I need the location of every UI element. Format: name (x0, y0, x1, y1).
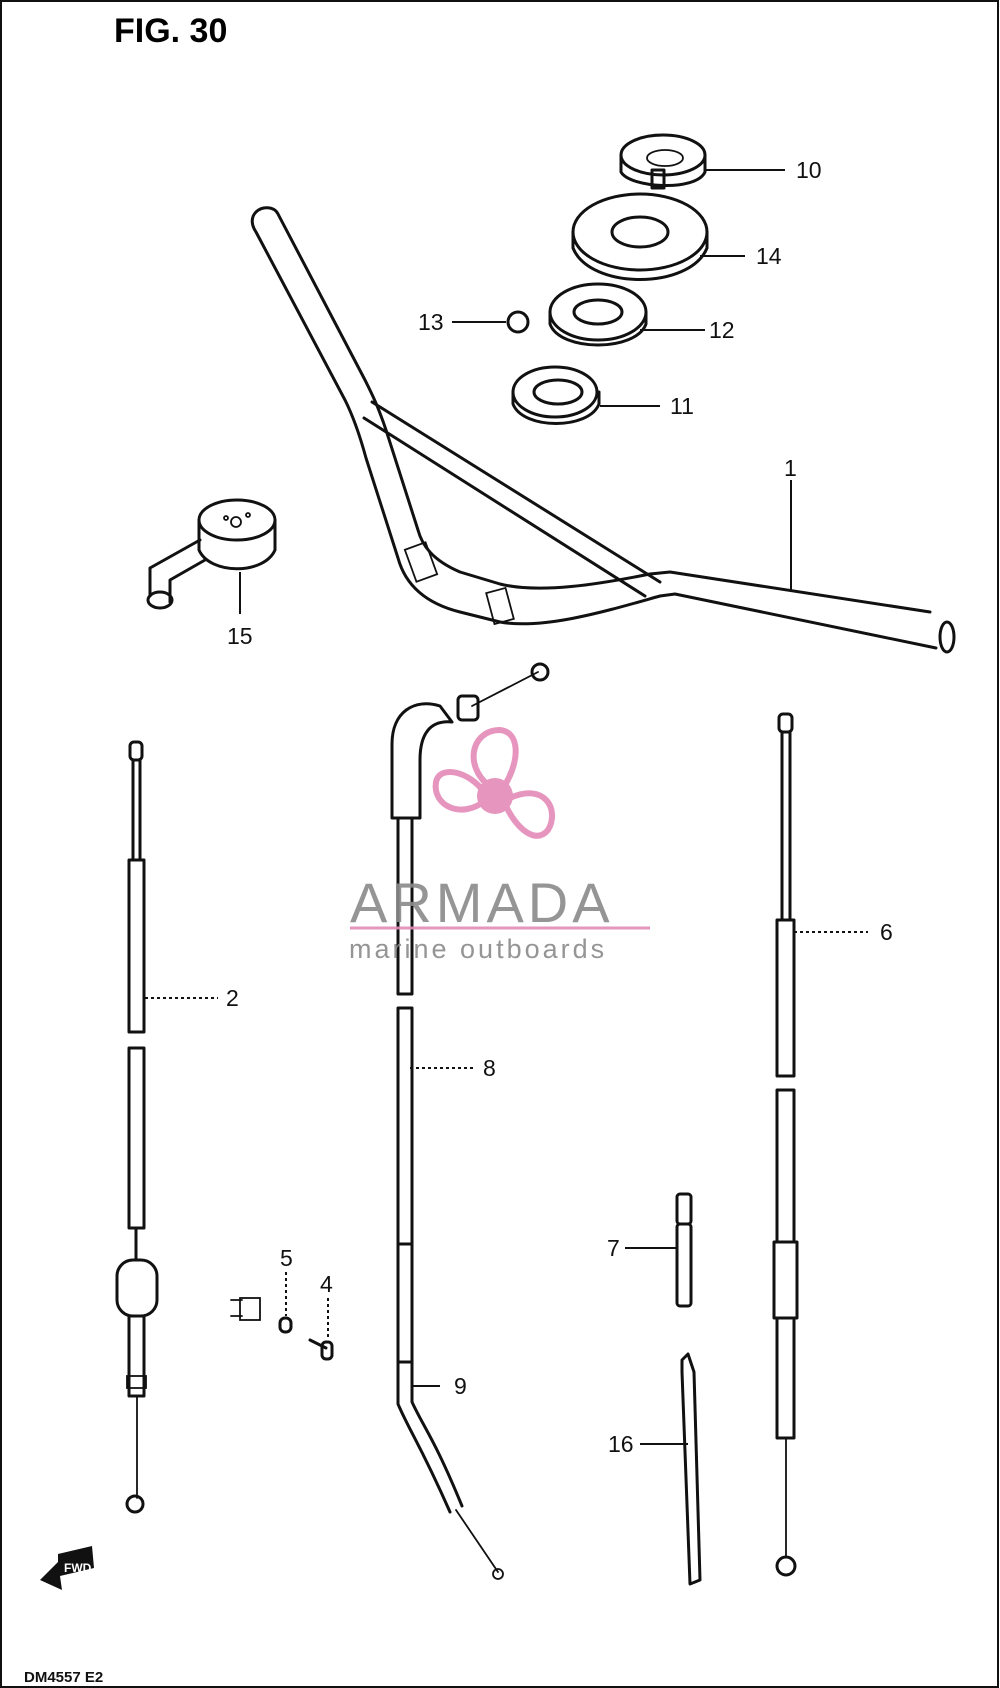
callout-2: 2 (226, 985, 239, 1011)
part-7-adjuster (675, 1192, 693, 1308)
propeller-icon (432, 726, 556, 839)
part-5-clip (230, 1297, 293, 1334)
callout-16: 16 (608, 1431, 634, 1457)
callout-numbers: 10 14 12 11 13 1 15 2 8 6 7 16 9 5 4 (226, 157, 893, 1457)
callout-6: 6 (880, 919, 893, 945)
callout-12: 12 (709, 317, 735, 343)
watermark-name: ARMADA (350, 871, 614, 934)
watermark: ARMADA marine outboards (349, 726, 650, 964)
callout-15: 15 (227, 623, 253, 649)
part-6-cable (772, 712, 799, 1577)
part-14-dust-seal (571, 192, 709, 281)
callout-1: 1 (784, 455, 797, 481)
watermark-tagline: marine outboards (349, 934, 607, 964)
fwd-label: FWD (64, 1561, 92, 1575)
callout-11: 11 (670, 393, 694, 419)
part-16-cable-tie (680, 1352, 702, 1586)
part-1-handlebar (250, 206, 956, 654)
part-2-cable (115, 740, 159, 1514)
part-9-cable-end (396, 1242, 504, 1580)
callout-14: 14 (756, 243, 782, 269)
part-4-screw (308, 1338, 334, 1361)
part-10-clamp (619, 133, 707, 190)
part-12-washer (548, 282, 648, 347)
page-code: DM4557 E2 (24, 1669, 103, 1686)
figure-title: FIG. 30 (114, 12, 227, 50)
callout-4: 4 (320, 1271, 333, 1297)
callout-9: 9 (454, 1373, 467, 1399)
callout-10: 10 (796, 157, 822, 183)
fwd-arrow: FWD (40, 1546, 94, 1590)
callout-13: 13 (418, 309, 444, 335)
part-11-bearing (511, 365, 601, 425)
callout-5: 5 (280, 1245, 293, 1271)
callout-8: 8 (483, 1055, 496, 1081)
part-13-ball (506, 310, 530, 334)
callout-7: 7 (607, 1235, 620, 1261)
part-15-throttle-housing (146, 498, 277, 610)
leader-lines (145, 169, 868, 1445)
